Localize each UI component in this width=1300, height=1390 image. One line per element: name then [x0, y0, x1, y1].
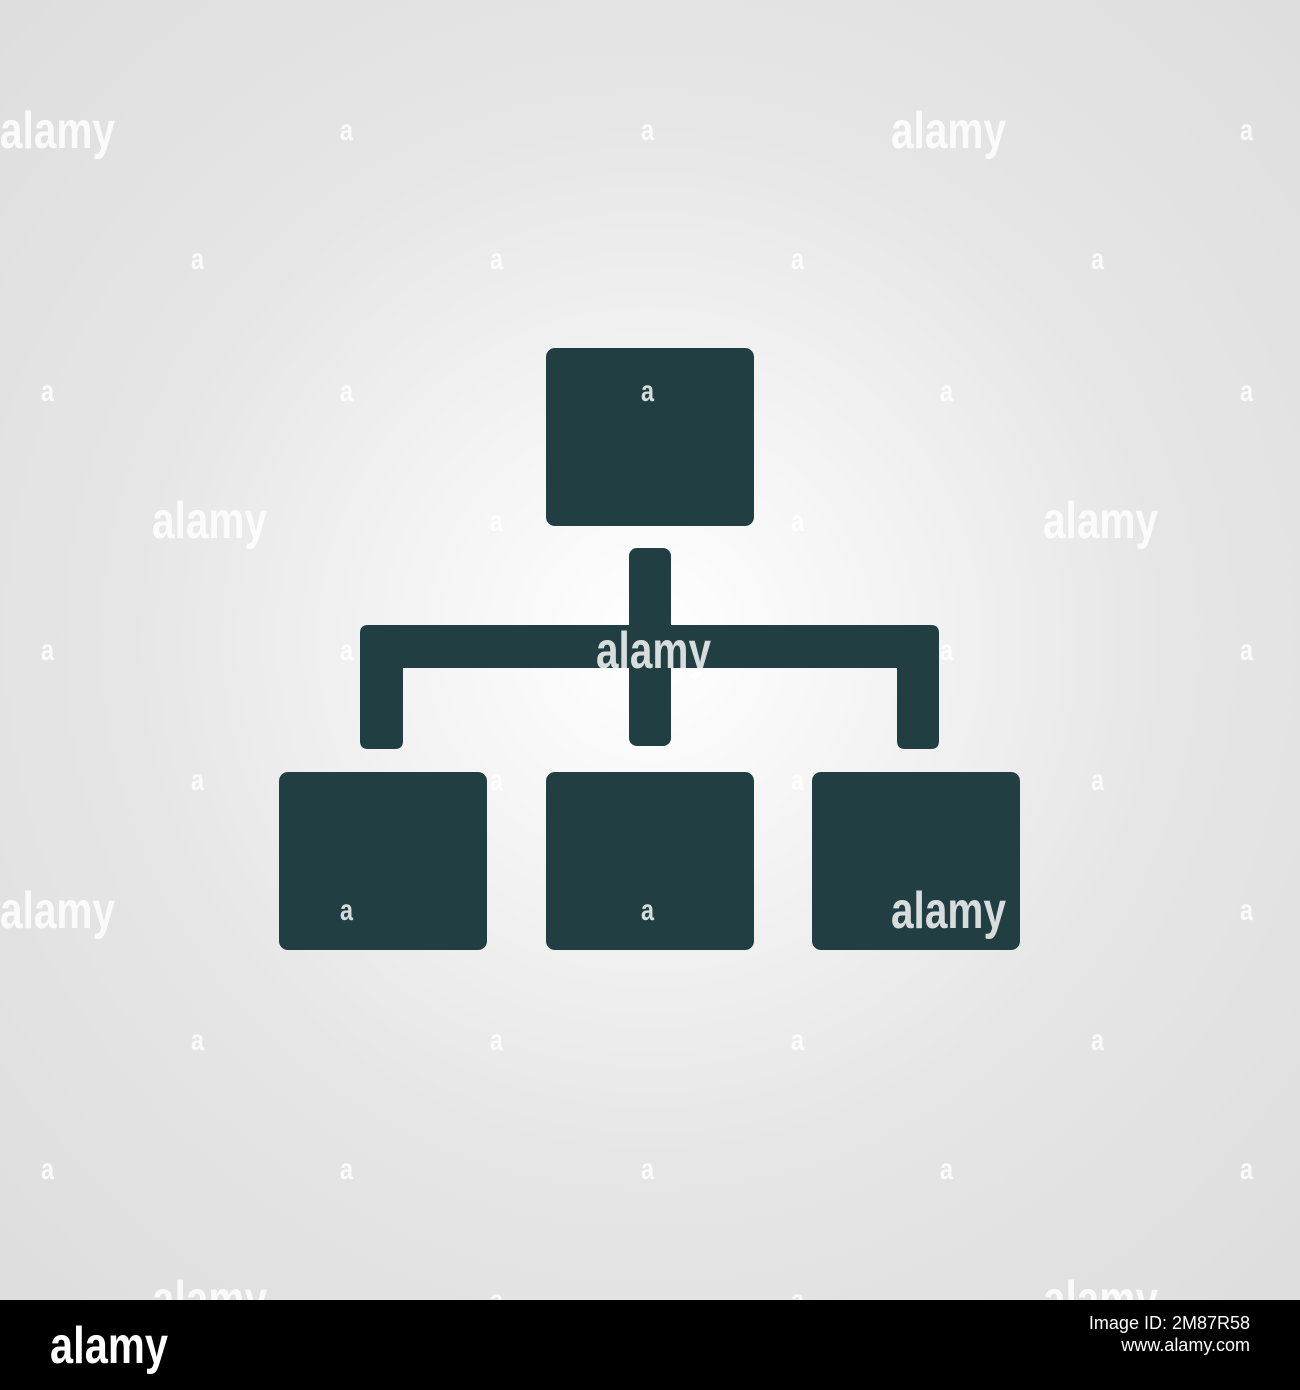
watermark-letter: a — [791, 764, 805, 797]
footer-image-info: Image ID: 2M87R58 www.alamy.com — [1089, 1312, 1250, 1356]
watermark-letter: a — [191, 243, 205, 276]
watermark-letter: a — [41, 634, 55, 667]
watermark-letter: a — [1091, 1024, 1105, 1057]
watermark-letter: a — [1240, 375, 1254, 408]
middle-node-box — [546, 772, 754, 950]
watermark-word: alamy — [152, 492, 268, 550]
watermark-letter: a — [191, 764, 205, 797]
watermark-letter: a — [490, 764, 504, 797]
watermark-letter: a — [791, 505, 805, 538]
watermark-word: alamy — [0, 102, 116, 160]
watermark-letter: a — [1091, 764, 1105, 797]
footer-logo: alamy — [50, 1317, 168, 1375]
watermark-letter: a — [641, 114, 655, 147]
watermark-letter: a — [1240, 1153, 1254, 1186]
image-id: Image ID: 2M87R58 — [1088, 1313, 1250, 1333]
branch-connector — [360, 625, 939, 749]
watermark-letter: a — [490, 505, 504, 538]
watermark-letter: a — [1240, 634, 1254, 667]
watermark-letter: a — [340, 375, 354, 408]
left-node-box — [279, 772, 487, 950]
watermark-letter: a — [1240, 114, 1254, 147]
watermark-word: alamy — [891, 882, 1007, 940]
watermark-letter: a — [940, 1153, 954, 1186]
watermark-letter: a — [940, 634, 954, 667]
watermark-letter: a — [340, 114, 354, 147]
watermark-letter: a — [191, 1024, 205, 1057]
watermark-letter: a — [340, 894, 354, 927]
watermark-letter: a — [1240, 894, 1254, 927]
watermark-letter: a — [490, 1024, 504, 1057]
watermark-letter: a — [641, 1153, 655, 1186]
watermark-letter: a — [490, 243, 504, 276]
watermark-letter: a — [340, 1153, 354, 1186]
footer-bar: alamy Image ID: 2M87R58 www.alamy.com — [0, 1300, 1300, 1390]
watermark-letter: a — [791, 1024, 805, 1057]
watermark-word: alamy — [891, 102, 1007, 160]
site-url: www.alamy.com — [1121, 1335, 1250, 1355]
top-node-box — [546, 348, 754, 526]
watermark-letter: a — [1091, 243, 1105, 276]
hierarchy-icon — [279, 348, 1020, 950]
watermark-word: alamy — [596, 622, 712, 680]
watermark-letter: a — [41, 1153, 55, 1186]
right-node-box — [812, 772, 1020, 950]
watermark-letter: a — [340, 634, 354, 667]
watermark-word: alamy — [0, 882, 116, 940]
watermark-letter: a — [791, 243, 805, 276]
watermark-letter: a — [641, 894, 655, 927]
watermark-letter: a — [41, 375, 55, 408]
watermark-letter: a — [940, 375, 954, 408]
watermark-word: alamy — [1043, 492, 1159, 550]
watermark-letter: a — [641, 375, 655, 408]
